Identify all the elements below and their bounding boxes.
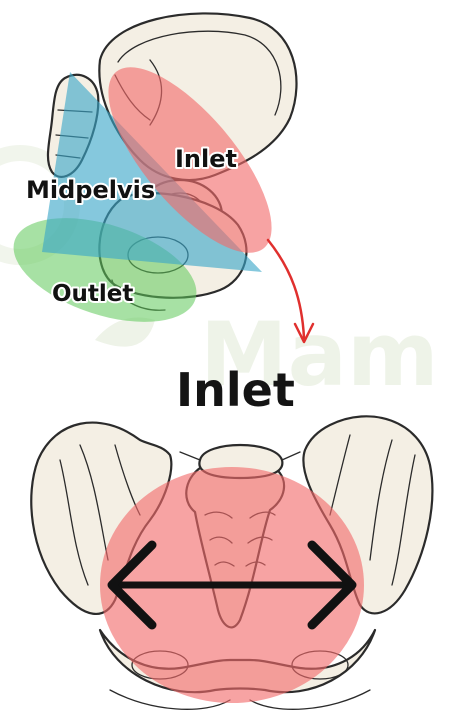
inlet-label: Inlet — [175, 145, 237, 173]
inlet-heading: Inlet — [176, 363, 295, 417]
outlet-label: Outlet — [52, 281, 133, 307]
midpelvis-label: Midpelvis — [26, 176, 155, 204]
